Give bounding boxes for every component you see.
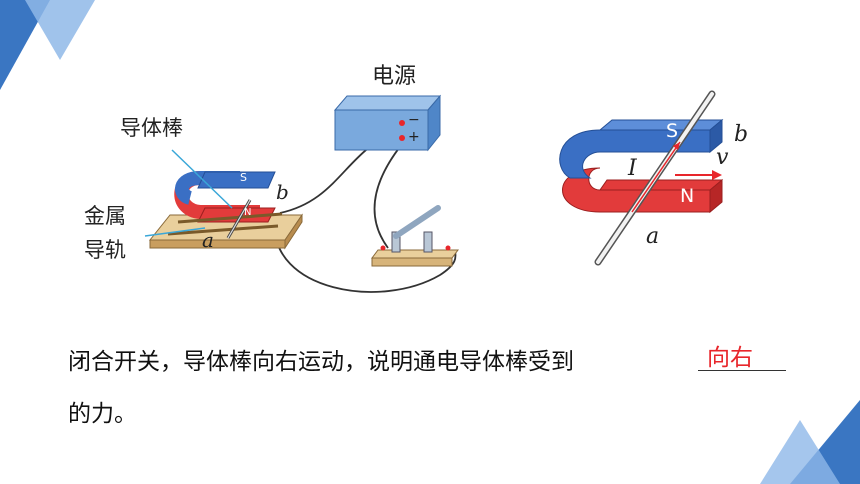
magnet-pole-s: S [666, 120, 679, 142]
point-b-label: b [276, 180, 289, 204]
current-label: I [628, 156, 637, 181]
answer-text: 向右 [707, 345, 753, 371]
power-supply-label: 电源 [372, 64, 417, 89]
velocity-label: v [716, 145, 729, 170]
corner-decoration-bottom-right [760, 400, 860, 484]
metal-rail-label-line1: 金属 [84, 204, 126, 228]
question-line-1: 闭合开关，导体棒向右运动，说明通电导体棒受到 [68, 349, 574, 375]
magnet-pole-s-small: S [240, 171, 247, 184]
right-point-b-label: b [734, 122, 749, 147]
force-direction-diagram [559, 90, 724, 266]
point-a-label: a [202, 228, 214, 252]
magnet-pole-n-small: N [244, 207, 252, 218]
metal-rail-label-line2: 导轨 [84, 238, 126, 262]
switch [371, 205, 459, 267]
corner-decoration-top-left [0, 0, 95, 90]
plus-terminal: + [408, 129, 420, 145]
magnet-pole-n: N [680, 185, 695, 207]
answer-blank [698, 370, 786, 371]
wire [274, 221, 457, 293]
right-point-a-label: a [646, 224, 660, 249]
power-supply-box [333, 94, 442, 152]
experiment-apparatus-diagram [144, 94, 459, 293]
minus-terminal: − [408, 112, 420, 128]
question-line-2: 的力。 [68, 401, 137, 427]
conductor-rod-label: 导体棒 [120, 116, 183, 140]
